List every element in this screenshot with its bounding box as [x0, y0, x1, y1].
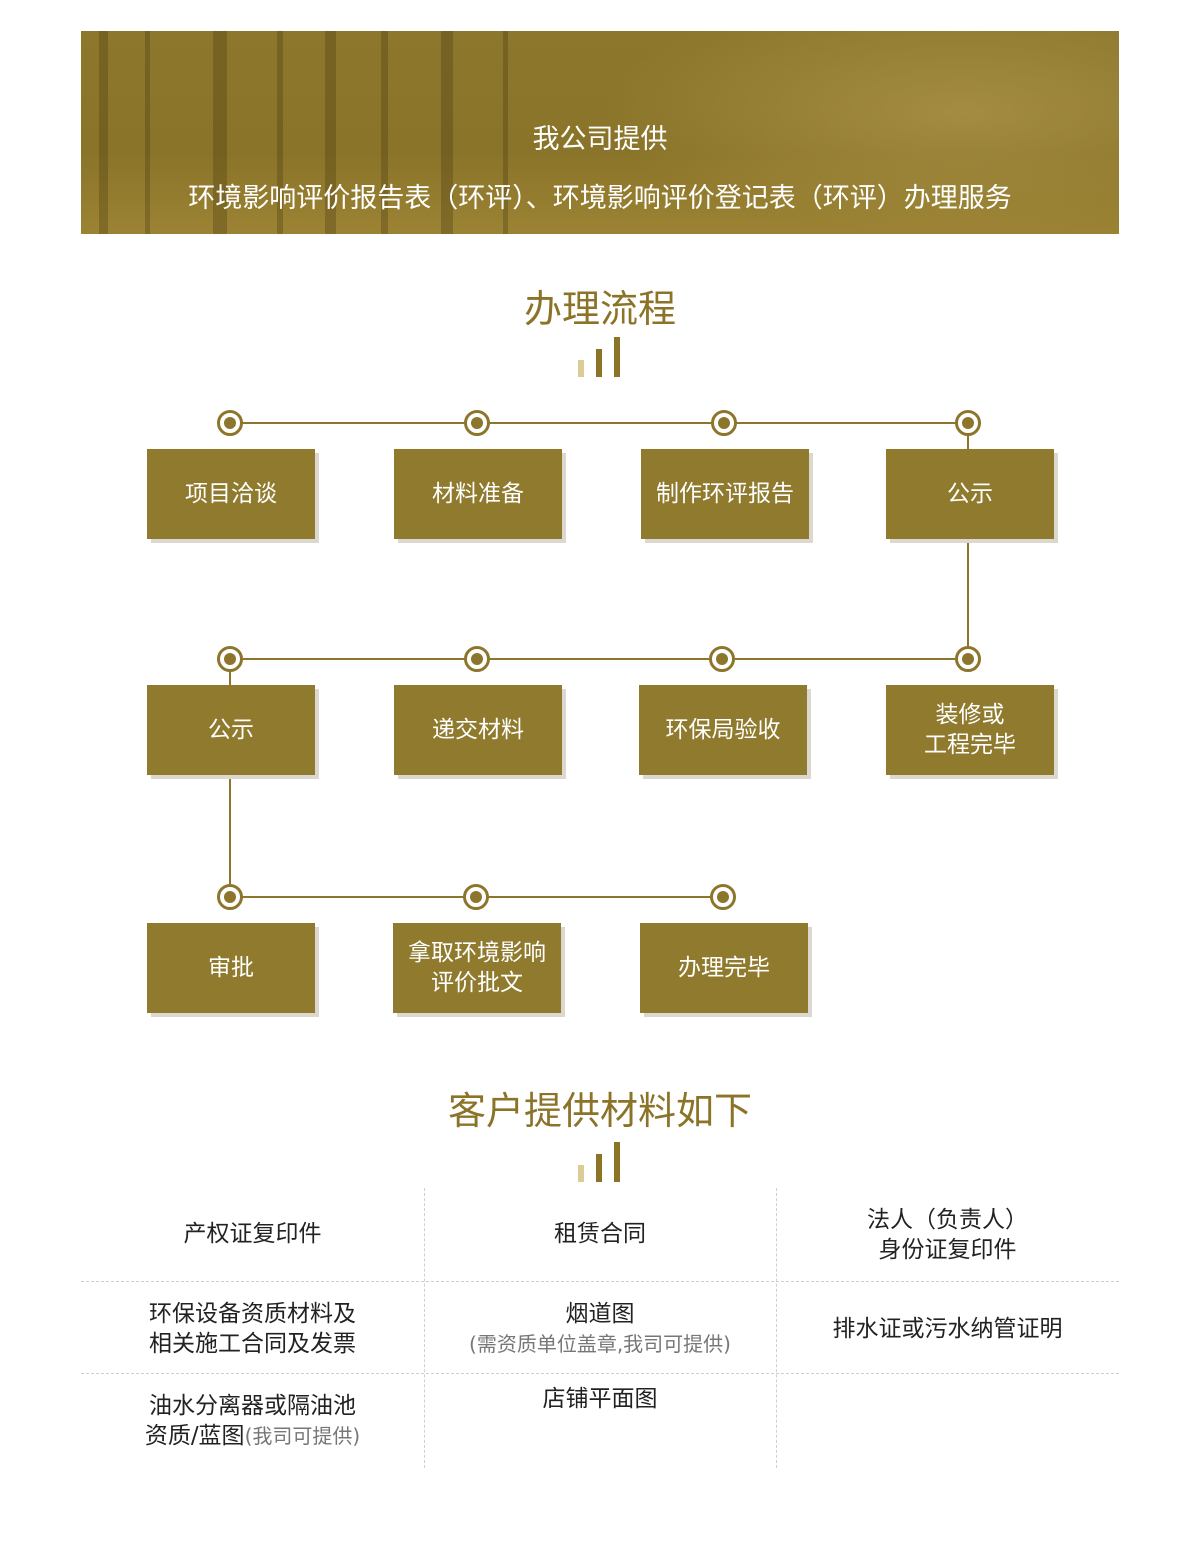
bar-chart-icon	[578, 1142, 622, 1182]
node-dot-icon	[464, 410, 490, 436]
node-dot-icon	[711, 410, 737, 436]
material-cell: 产权证复印件	[81, 1219, 424, 1249]
materials-grid: 产权证复印件 租赁合同 法人（负责人） 身份证复印件 环保设备资质材料及 相关施…	[81, 1188, 1119, 1468]
banner-glow	[599, 31, 1119, 234]
grid-divider	[424, 1188, 425, 1468]
node-dot-icon	[709, 646, 735, 672]
tree-silhouette	[503, 31, 508, 234]
material-name: 环保设备资质材料及 相关施工合同及发票	[149, 1301, 356, 1357]
flow-line-row1	[230, 422, 968, 424]
node-dot-icon	[217, 646, 243, 672]
step-box: 递交材料	[394, 685, 562, 775]
flow-line-row2	[230, 658, 968, 660]
materials-title: 客户提供材料如下	[447, 1089, 752, 1133]
material-cell: 烟道图 (需资质单位盖章,我司可提供)	[424, 1299, 776, 1359]
bar-chart-icon	[578, 337, 622, 377]
material-cell: 法人（负责人） 身份证复印件	[776, 1205, 1119, 1265]
node-dot-icon	[710, 884, 736, 910]
node-dot-icon	[217, 884, 243, 910]
step-box: 装修或 工程完毕	[886, 685, 1054, 775]
node-dot-icon	[955, 410, 981, 436]
banner-title: 我公司提供	[532, 124, 668, 155]
step-box: 公示	[147, 685, 315, 775]
banner-subtitle: 环境影响评价报告表（环评）、环境影响评价登记表（环评）办理服务	[188, 183, 1012, 214]
step-box: 公示	[886, 449, 1054, 539]
material-name: 烟道图	[565, 1301, 635, 1327]
grid-divider	[776, 1188, 777, 1468]
node-dot-icon	[464, 646, 490, 672]
step-box: 项目洽谈	[147, 449, 315, 539]
flow-line-down-left	[229, 659, 231, 897]
material-name: 油水分离器或隔油池 资质/蓝图	[144, 1393, 356, 1449]
tree-silhouette	[99, 31, 108, 234]
step-box: 环保局验收	[639, 685, 807, 775]
tree-silhouette	[277, 31, 283, 234]
grid-divider	[81, 1281, 1119, 1282]
node-dot-icon	[217, 410, 243, 436]
step-box: 办理完毕	[640, 923, 808, 1013]
tree-silhouette	[325, 31, 336, 234]
step-box: 审批	[147, 923, 315, 1013]
tree-silhouette	[145, 31, 150, 234]
step-label: 公示	[208, 717, 254, 743]
step-label: 环保局验收	[665, 717, 781, 743]
step-label: 材料准备	[432, 481, 524, 507]
step-label: 装修或 工程完毕	[924, 702, 1016, 758]
step-label: 制作环评报告	[656, 481, 794, 507]
flow-line-down-right	[967, 423, 969, 659]
material-cell: 排水证或污水纳管证明	[776, 1314, 1119, 1344]
step-label: 审批	[208, 955, 254, 981]
material-cell: 租赁合同	[424, 1219, 776, 1249]
material-note: (我司可提供)	[244, 1424, 361, 1448]
step-label: 递交材料	[432, 717, 524, 743]
node-dot-icon	[463, 884, 489, 910]
step-label: 公示	[947, 481, 993, 507]
step-label: 办理完毕	[678, 955, 770, 981]
material-note: (需资质单位盖章,我司可提供)	[469, 1332, 731, 1356]
tree-silhouette	[381, 31, 388, 234]
material-name: 排水证或污水纳管证明	[832, 1316, 1063, 1342]
step-label: 拿取环境影响 评价批文	[408, 940, 546, 996]
node-dot-icon	[955, 646, 981, 672]
step-box: 材料准备	[394, 449, 562, 539]
material-name: 法人（负责人） 身份证复印件	[867, 1207, 1028, 1263]
step-box: 制作环评报告	[641, 449, 809, 539]
tree-silhouette	[213, 31, 227, 234]
header-banner: 我公司提供 环境影响评价报告表（环评）、环境影响评价登记表（环评）办理服务	[81, 31, 1119, 234]
step-box: 拿取环境影响 评价批文	[393, 923, 561, 1013]
material-cell: 环保设备资质材料及 相关施工合同及发票	[81, 1299, 424, 1359]
process-title: 办理流程	[523, 287, 676, 331]
grid-divider	[81, 1373, 1119, 1374]
material-cell: 店铺平面图	[424, 1384, 776, 1414]
tree-silhouette	[441, 31, 453, 234]
step-label: 项目洽谈	[185, 481, 277, 507]
material-name: 产权证复印件	[183, 1221, 322, 1247]
material-name: 租赁合同	[554, 1221, 646, 1247]
material-cell: 油水分离器或隔油池 资质/蓝图(我司可提供)	[81, 1391, 424, 1451]
material-name-wrap: 油水分离器或隔油池 资质/蓝图(我司可提供)	[145, 1391, 360, 1451]
material-name: 店铺平面图	[542, 1386, 658, 1412]
